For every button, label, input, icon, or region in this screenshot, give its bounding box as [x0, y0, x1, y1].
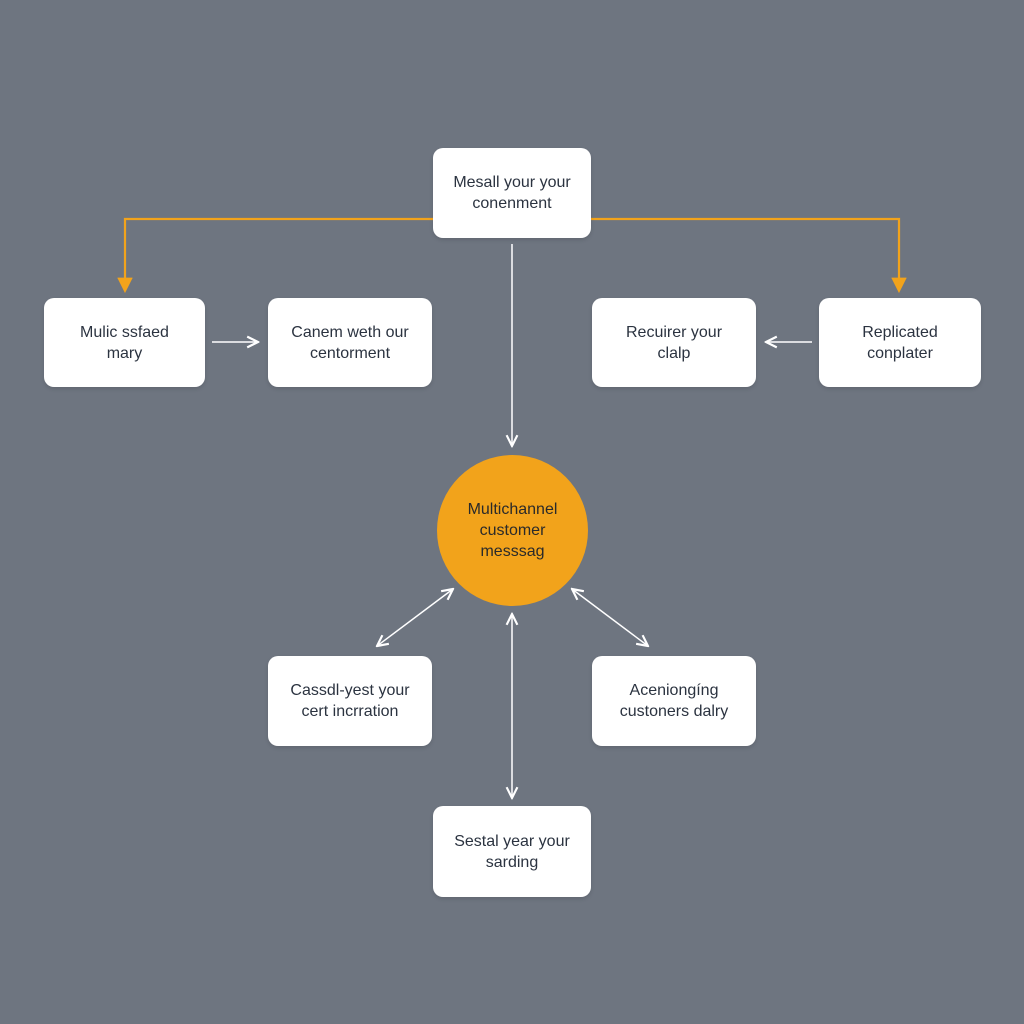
- node-top[interactable]: Mesall your your conenment: [433, 148, 591, 238]
- node-left-outer[interactable]: Mulic ssfaed mary: [44, 298, 205, 387]
- node-left-inner[interactable]: Canem weth our centorment: [268, 298, 432, 387]
- node-right-inner-label: Recuirer your clalp: [625, 323, 723, 362]
- node-left-inner-label: Canem weth our centorment: [291, 323, 409, 362]
- node-right-outer-label: Replicated conplater: [862, 323, 938, 362]
- node-bottom-left-label: Cassdl-yest your cert incrration: [290, 682, 410, 720]
- hub-node-label: Multichannel customer messsag: [467, 501, 558, 560]
- arrow-hub-bottom-right: [572, 589, 648, 646]
- node-bottom-label: Sestal year your sarding: [454, 832, 570, 871]
- node-bottom[interactable]: Sestal year your sarding: [433, 806, 591, 897]
- node-bottom-right[interactable]: Aceniongíng custoners dalry: [592, 656, 756, 746]
- arrow-hub-bottom-left: [377, 589, 453, 646]
- node-left-outer-label: Mulic ssfaed mary: [80, 323, 169, 362]
- node-right-outer[interactable]: Replicated conplater: [819, 298, 981, 387]
- node-top-label: Mesall your your conenment: [453, 174, 571, 212]
- node-right-inner[interactable]: Recuirer your clalp: [592, 298, 756, 387]
- node-bottom-left[interactable]: Cassdl-yest your cert incrration: [268, 656, 432, 746]
- connector-top-to-right2: [591, 217, 907, 294]
- connector-top-to-left1: [117, 217, 433, 294]
- node-bottom-right-label: Aceniongíng custoners dalry: [619, 682, 729, 720]
- hub-node[interactable]: Multichannel customer messsag: [437, 455, 588, 606]
